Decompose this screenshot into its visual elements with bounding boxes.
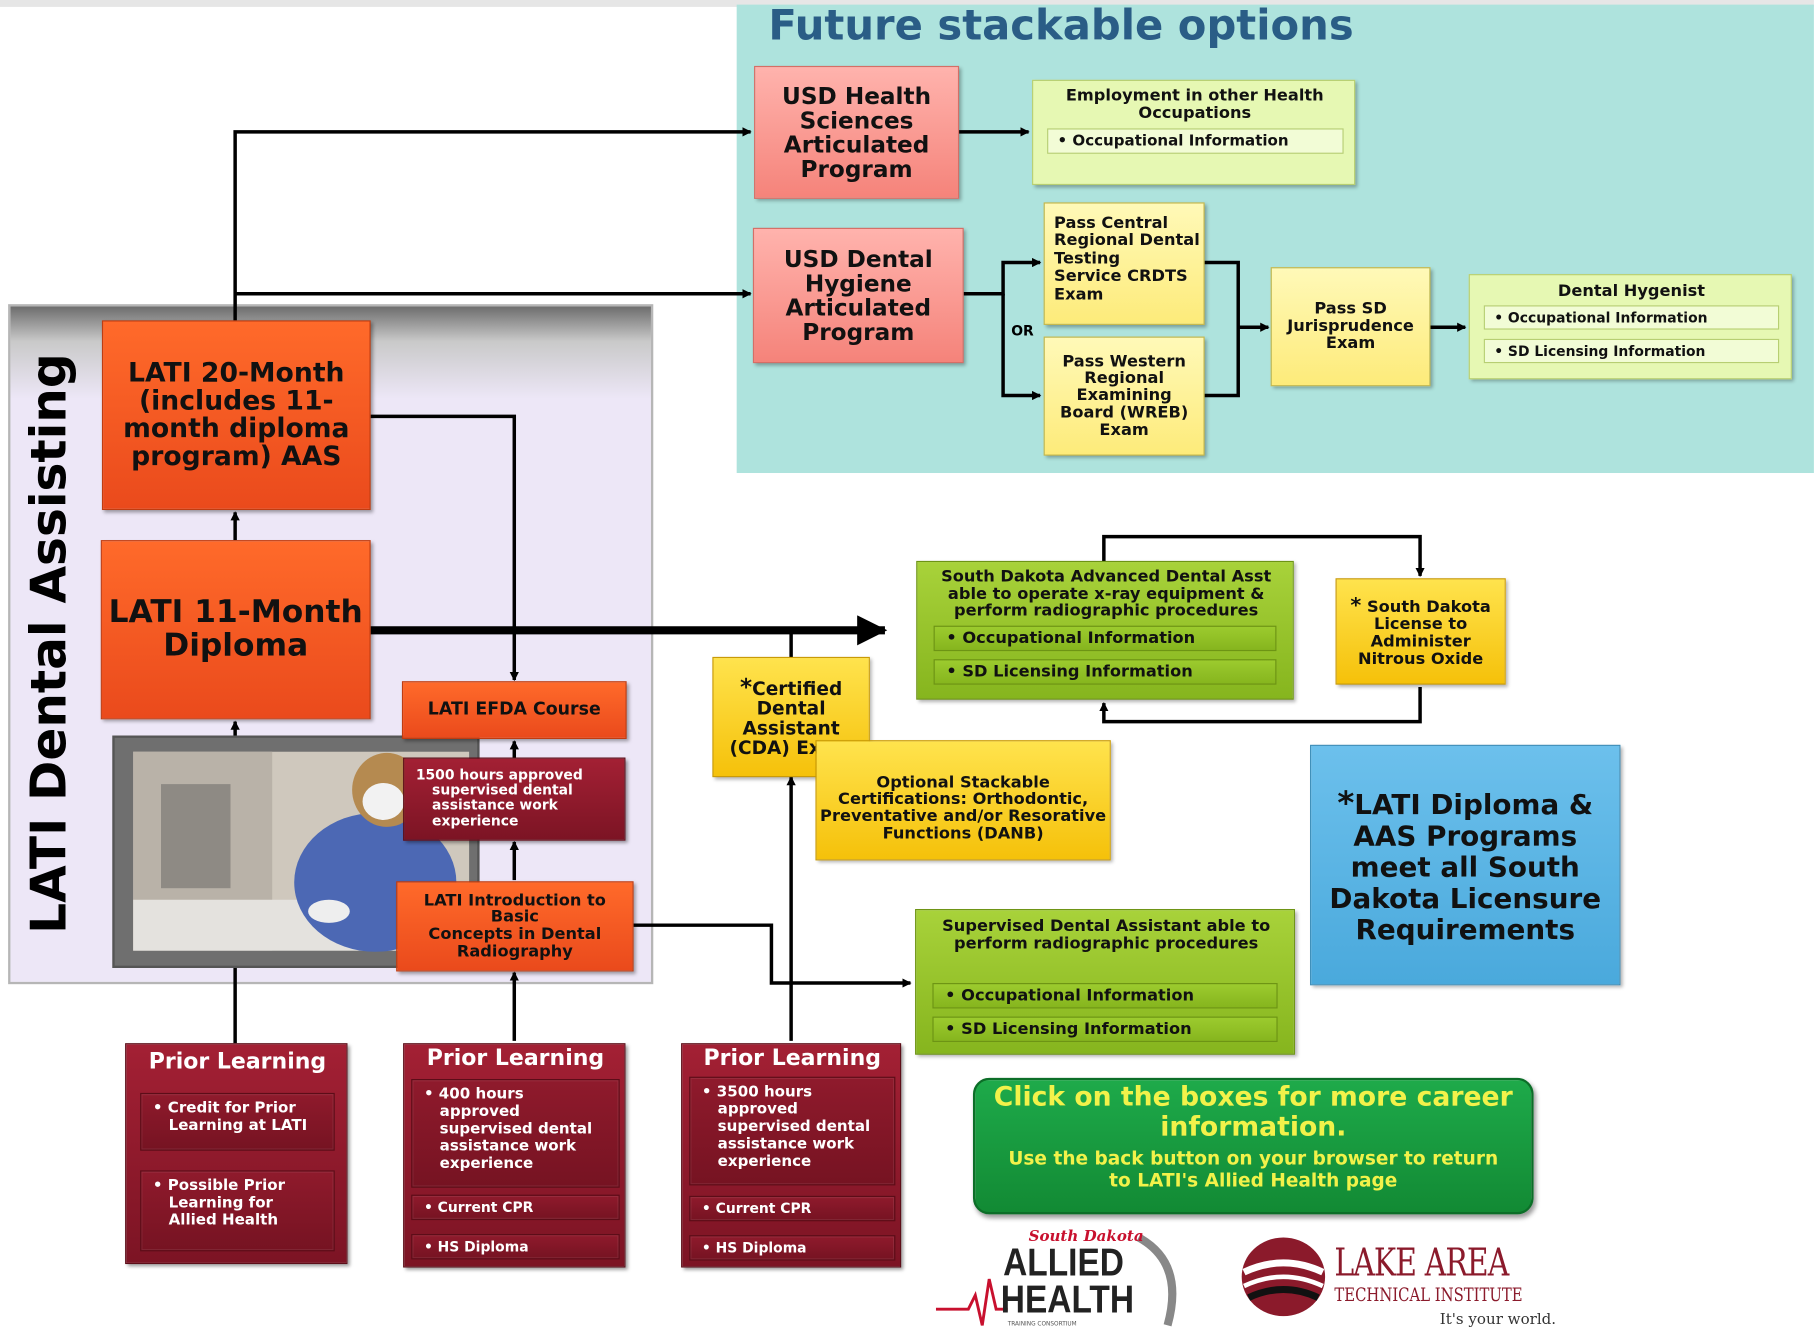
dental-hygienist-title: Dental Hygenist xyxy=(1557,282,1706,301)
prior2-diploma-item: • HS Diploma xyxy=(411,1233,620,1260)
click-for-more-info-note: Click on the boxes for more career infor… xyxy=(972,1077,1534,1215)
lati-efda-course-box[interactable]: LATI EFDA Course xyxy=(401,681,627,740)
prior-learning-box-2[interactable]: Prior Learning • 400 hours approved supe… xyxy=(403,1043,626,1268)
employment-occupational-info-link[interactable]: • Occupational Information xyxy=(1047,128,1344,154)
arrow-lati20-to-efda xyxy=(370,414,519,682)
prior-learning-title-3: Prior Learning xyxy=(703,1045,881,1071)
prior-learning-title-2: Prior Learning xyxy=(426,1045,605,1071)
arrow-lati20-to-usd-health xyxy=(233,127,752,321)
lati-11-month-box[interactable]: LATI 11-Month Diploma xyxy=(100,540,371,720)
arrow-usd-dental-to-crdts xyxy=(963,257,1042,296)
prior-learning-box-1[interactable]: Prior Learning • Credit for Prior Learni… xyxy=(125,1043,348,1265)
lake-area-emblem-icon xyxy=(1241,1237,1326,1317)
jurisprudence-exam-box[interactable]: Pass SD Jurisprudence Exam xyxy=(1270,267,1431,387)
nitrous-oxide-license-box[interactable]: * South Dakota License to Administer Nit… xyxy=(1335,578,1506,685)
licensure-star: * xyxy=(1337,783,1355,822)
dental-hygienist-box[interactable]: Dental Hygenist • Occupational Informati… xyxy=(1468,274,1792,380)
or-label: OR xyxy=(1011,322,1034,339)
nitrous-star: * xyxy=(1350,592,1362,618)
prior3-hours-item: • 3500 hours approved supervised dental … xyxy=(689,1076,896,1186)
hygienist-licensing-info-link[interactable]: • SD Licensing Information xyxy=(1483,338,1780,364)
wreb-exam-box[interactable]: Pass Western Regional Examining Board (W… xyxy=(1043,336,1205,456)
arrow-usd-dental-to-wreb xyxy=(1001,293,1042,401)
hygienist-occupational-info-link[interactable]: • Occupational Information xyxy=(1483,305,1780,330)
sd-advanced-dental-asst-box[interactable]: South Dakota Advanced Dental Asst able t… xyxy=(916,560,1294,700)
prior3-cpr-item: • Current CPR xyxy=(689,1195,896,1222)
top-strip xyxy=(0,0,1814,7)
supervised-licensing-info-link[interactable]: • SD Licensing Information xyxy=(932,1016,1278,1043)
licensure-requirements-note: *LATI Diploma & AAS Programs meet all So… xyxy=(1310,744,1621,986)
future-options-title: Future stackable options xyxy=(768,2,1354,50)
prior-learning-box-3[interactable]: Prior Learning • 3500 hours approved sup… xyxy=(681,1043,902,1268)
efda-requirement-box[interactable]: 1500 hours approved supervised dental as… xyxy=(403,757,626,841)
supervised-dental-assistant-box[interactable]: Supervised Dental Assistant able to perf… xyxy=(915,909,1295,1055)
prior1-credit-item[interactable]: • Credit for Prior Learning at LATI xyxy=(140,1092,335,1151)
crdts-exam-box[interactable]: Pass Central Regional Dental Testing Ser… xyxy=(1043,202,1205,325)
lati-20-month-box[interactable]: LATI 20-Month (includes 11- month diplom… xyxy=(101,320,371,511)
employment-health-occupations-box[interactable]: Employment in other Health Occupations •… xyxy=(1032,79,1356,186)
arrow-advanced-to-nitrous xyxy=(1102,534,1425,578)
usd-dental-hygiene-box[interactable]: USD Dental Hygiene Articulated Program xyxy=(752,227,964,364)
arrow-intro-to-supervised xyxy=(633,923,912,988)
prior-learning-title-1: Prior Learning xyxy=(148,1048,327,1075)
prior3-diploma-item: • HS Diploma xyxy=(689,1235,896,1261)
prior2-cpr-item: • Current CPR xyxy=(411,1194,620,1221)
sd-allied-health-logo[interactable]: South Dakota ALLIED HEALTH TRAINING CONS… xyxy=(935,1228,1189,1330)
cda-star: * xyxy=(740,673,753,702)
lati-intro-radiography-box[interactable]: LATI Introduction to Basic Concepts in D… xyxy=(396,881,634,972)
advanced-occupational-info-link[interactable]: • Occupational Information xyxy=(933,625,1277,652)
prior1-allied-item[interactable]: • Possible Prior Learning for Allied Hea… xyxy=(140,1170,335,1252)
optional-stackable-certifications-box[interactable]: Optional Stackable Certifications: Ortho… xyxy=(815,740,1111,861)
heartbeat-line-icon xyxy=(935,1233,1177,1327)
lake-area-technical-institute-logo[interactable]: LAKE AREA TECHNICAL INSTITUTE It's your … xyxy=(1237,1228,1556,1330)
prior2-hours-item: • 400 hours approved supervised dental a… xyxy=(411,1079,620,1188)
supervised-occupational-info-link[interactable]: • Occupational Information xyxy=(932,983,1278,1009)
usd-health-sciences-box[interactable]: USD Health Sciences Articulated Program xyxy=(754,65,960,199)
arrow-exams-to-jurisprudence xyxy=(1204,260,1269,398)
arrow-nitrous-to-advanced xyxy=(1099,686,1422,724)
advanced-licensing-info-link[interactable]: • SD Licensing Information xyxy=(933,659,1277,685)
